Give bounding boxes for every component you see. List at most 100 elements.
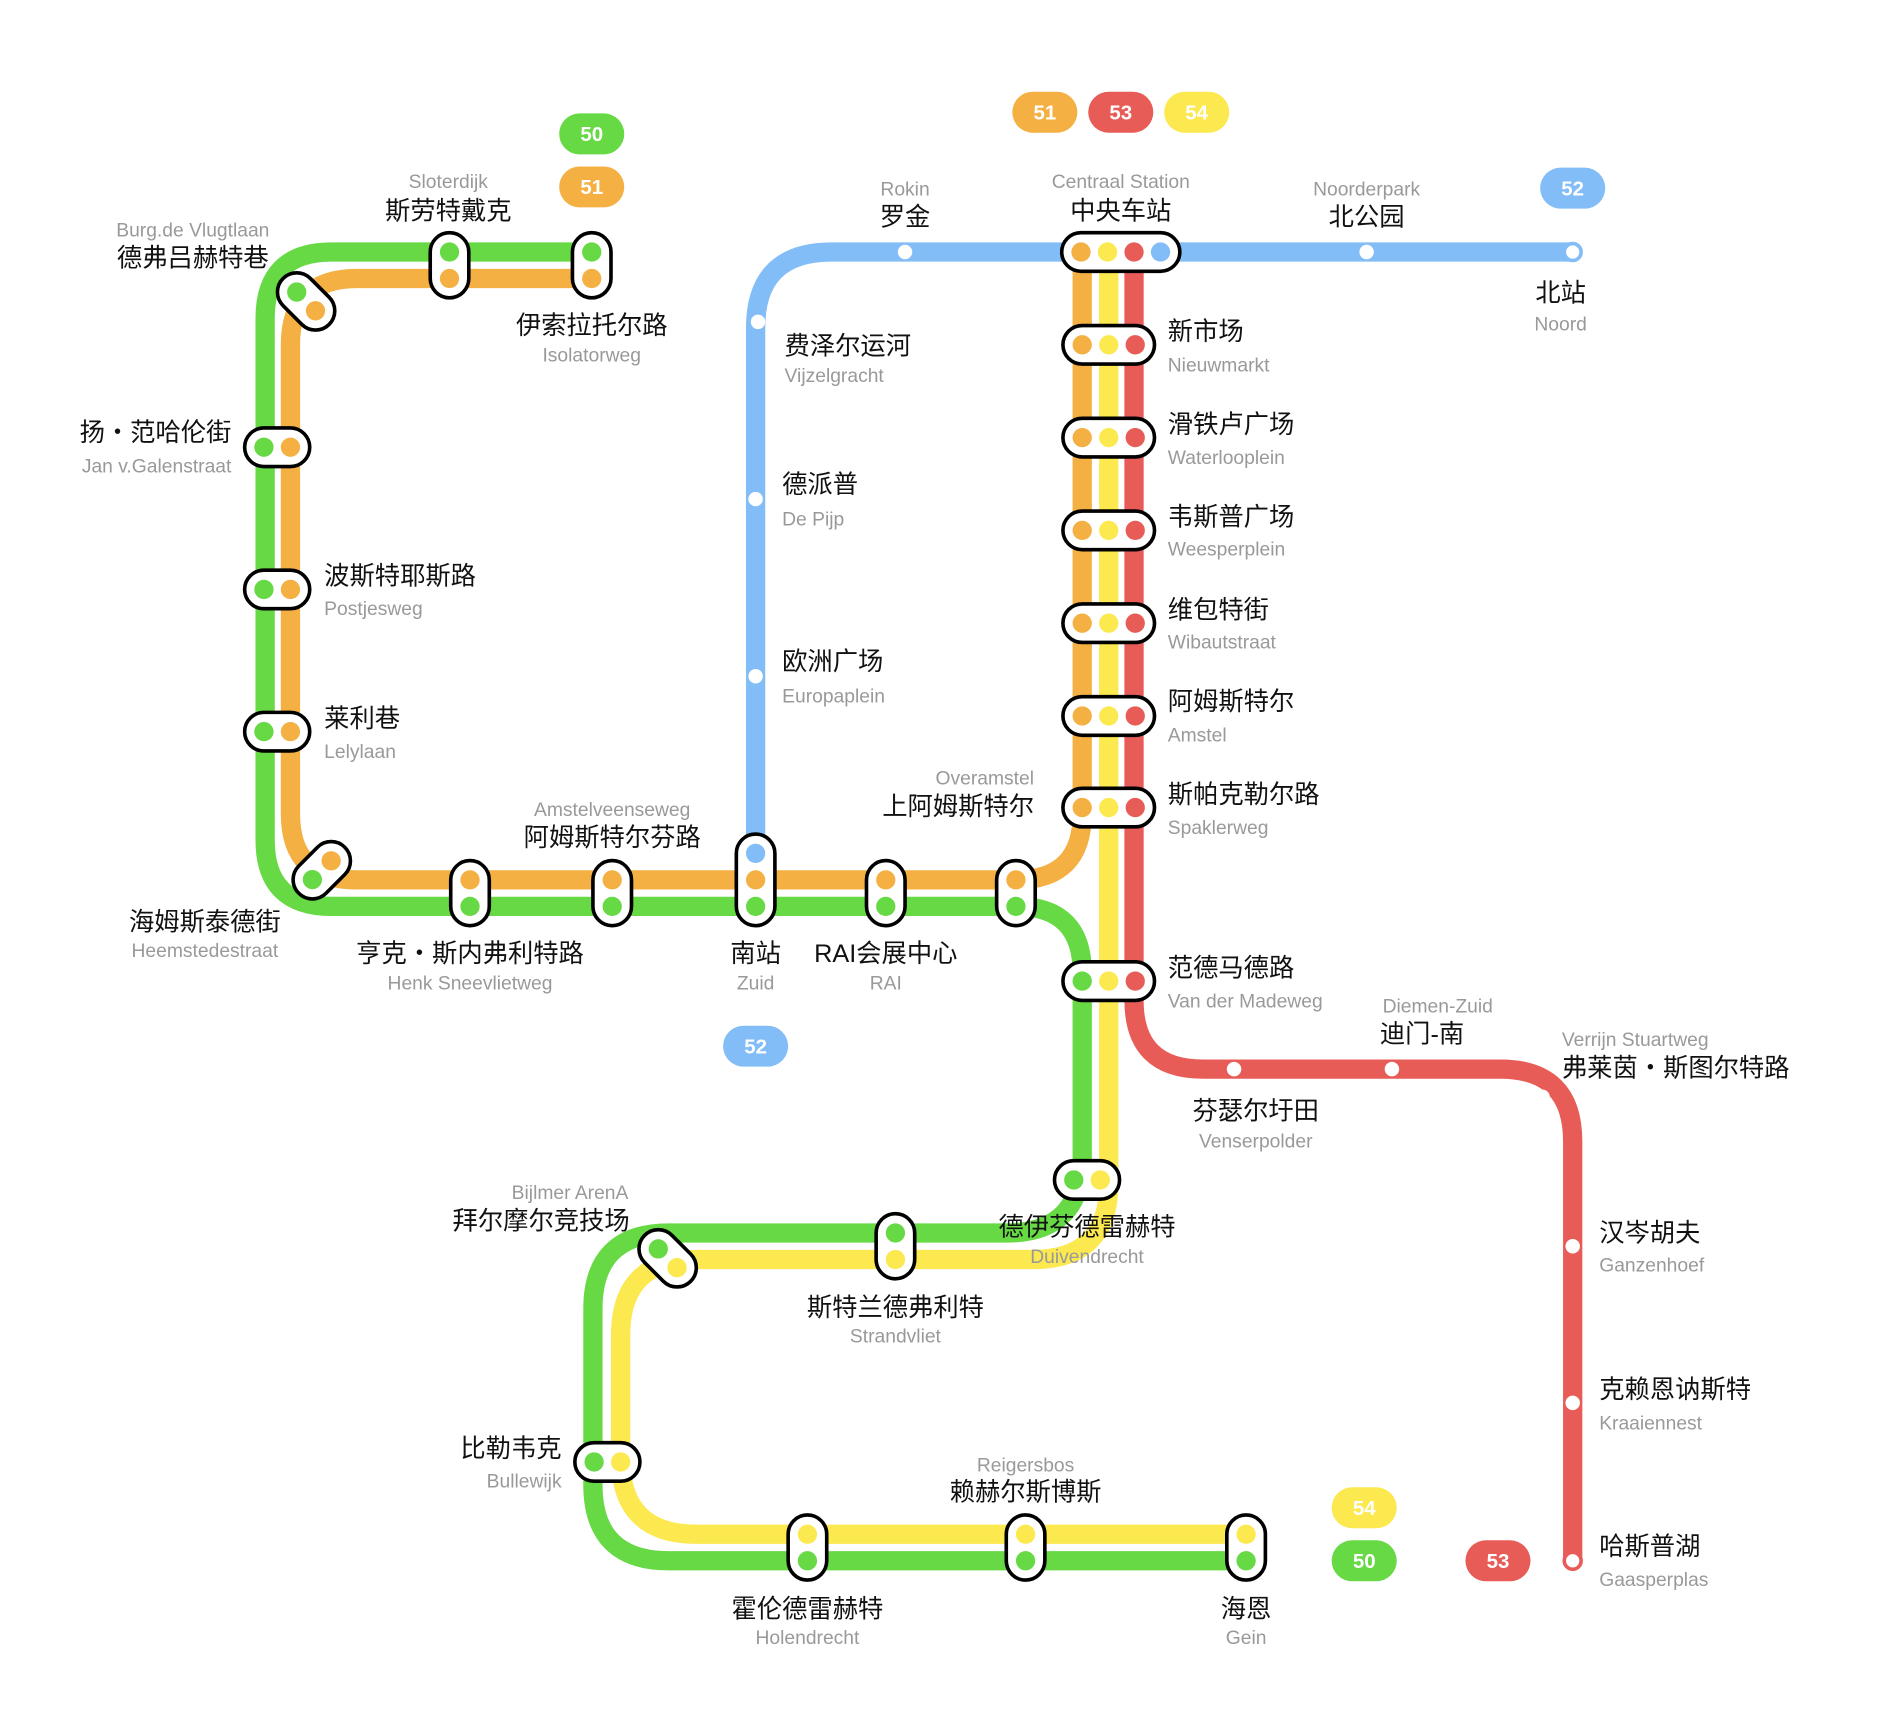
station-name-en: Henk Sneevlietweg (388, 974, 553, 995)
line-dot (1125, 335, 1145, 355)
interchange-marker (786, 1513, 829, 1582)
line-badge-52[interactable]: 52 (1540, 167, 1606, 209)
station-name-en: De Pijp (782, 510, 844, 531)
station-name-en: Lelylaan (324, 742, 396, 763)
station-name-cn: 阿姆斯特尔 (1168, 688, 1295, 716)
line-badge-53[interactable]: 53 (1465, 1540, 1531, 1582)
station-name-en: Overamstel (936, 769, 1035, 790)
station-name-en: Sloterdijk (409, 172, 489, 193)
badge-pill (723, 1025, 789, 1067)
interchange-marker (1225, 1513, 1268, 1582)
line-dot (667, 1258, 687, 1278)
badge-label: 51 (1033, 101, 1056, 124)
line-dot (584, 1452, 604, 1472)
line-53-route[interactable] (1124, 242, 1583, 1571)
interchange-marker (1061, 786, 1157, 829)
line-dot (582, 242, 602, 262)
line-dot (1071, 242, 1091, 262)
line-badge-50[interactable]: 50 (559, 113, 625, 155)
station-name-cn: 欧洲广场 (782, 648, 883, 676)
station-name-cn: 扬・范哈伦街 (80, 419, 232, 447)
line-badge-54[interactable]: 54 (1164, 91, 1230, 133)
station-name-en: Weesperplein (1168, 540, 1285, 561)
line-dot (460, 870, 480, 890)
station-name-en: Verrijn Stuartweg (1562, 1030, 1709, 1051)
line-badge-52[interactable]: 52 (723, 1025, 789, 1067)
line-50-route[interactable] (255, 242, 1256, 1571)
station-dot (748, 491, 763, 507)
interchange-marker (1052, 1158, 1122, 1202)
line-badge-54[interactable]: 54 (1331, 1487, 1397, 1529)
line-badge-53[interactable]: 53 (1088, 91, 1154, 133)
station-name-en: Bullewijk (487, 1471, 562, 1492)
line-dot (1125, 613, 1145, 633)
line-dot (1236, 1524, 1256, 1544)
line-dot (460, 896, 480, 917)
line-dot (602, 896, 622, 917)
badge-label: 50 (580, 123, 603, 146)
line-dot (1125, 706, 1145, 726)
line-badge-51[interactable]: 51 (559, 166, 625, 208)
line-badge-51[interactable]: 51 (1012, 91, 1078, 133)
station-name-en: Spaklerweg (1168, 818, 1269, 839)
line-dot (1099, 335, 1119, 355)
station-bullewijk[interactable]: 比勒韦克 Bullewijk (460, 1435, 642, 1492)
interchange-marker (573, 1440, 642, 1484)
line-dot (745, 843, 766, 864)
line-badge-50[interactable]: 50 (1331, 1540, 1397, 1582)
station-name-cn: RAI会展中心 (814, 940, 957, 968)
station-name-en: Holendrecht (755, 1628, 860, 1649)
station-name-en: Waterlooplein (1168, 448, 1285, 469)
line-dot (1150, 242, 1171, 262)
interchange-marker (1061, 694, 1157, 738)
line-dot (1125, 520, 1145, 541)
line-dot (1124, 242, 1144, 262)
station-name-cn: 哈斯普湖 (1599, 1533, 1700, 1561)
interchange-marker (864, 858, 907, 928)
station-name-cn: 费泽尔运河 (785, 332, 912, 360)
station-name-cn: 阿姆斯特尔芬路 (524, 824, 701, 852)
station-name-cn: 比勒韦克 (460, 1435, 561, 1463)
line-54-route[interactable] (611, 242, 1256, 1544)
station-name-cn: 拜尔摩尔竞技场 (453, 1207, 630, 1235)
station-name-en: Noorderpark (1313, 179, 1420, 200)
